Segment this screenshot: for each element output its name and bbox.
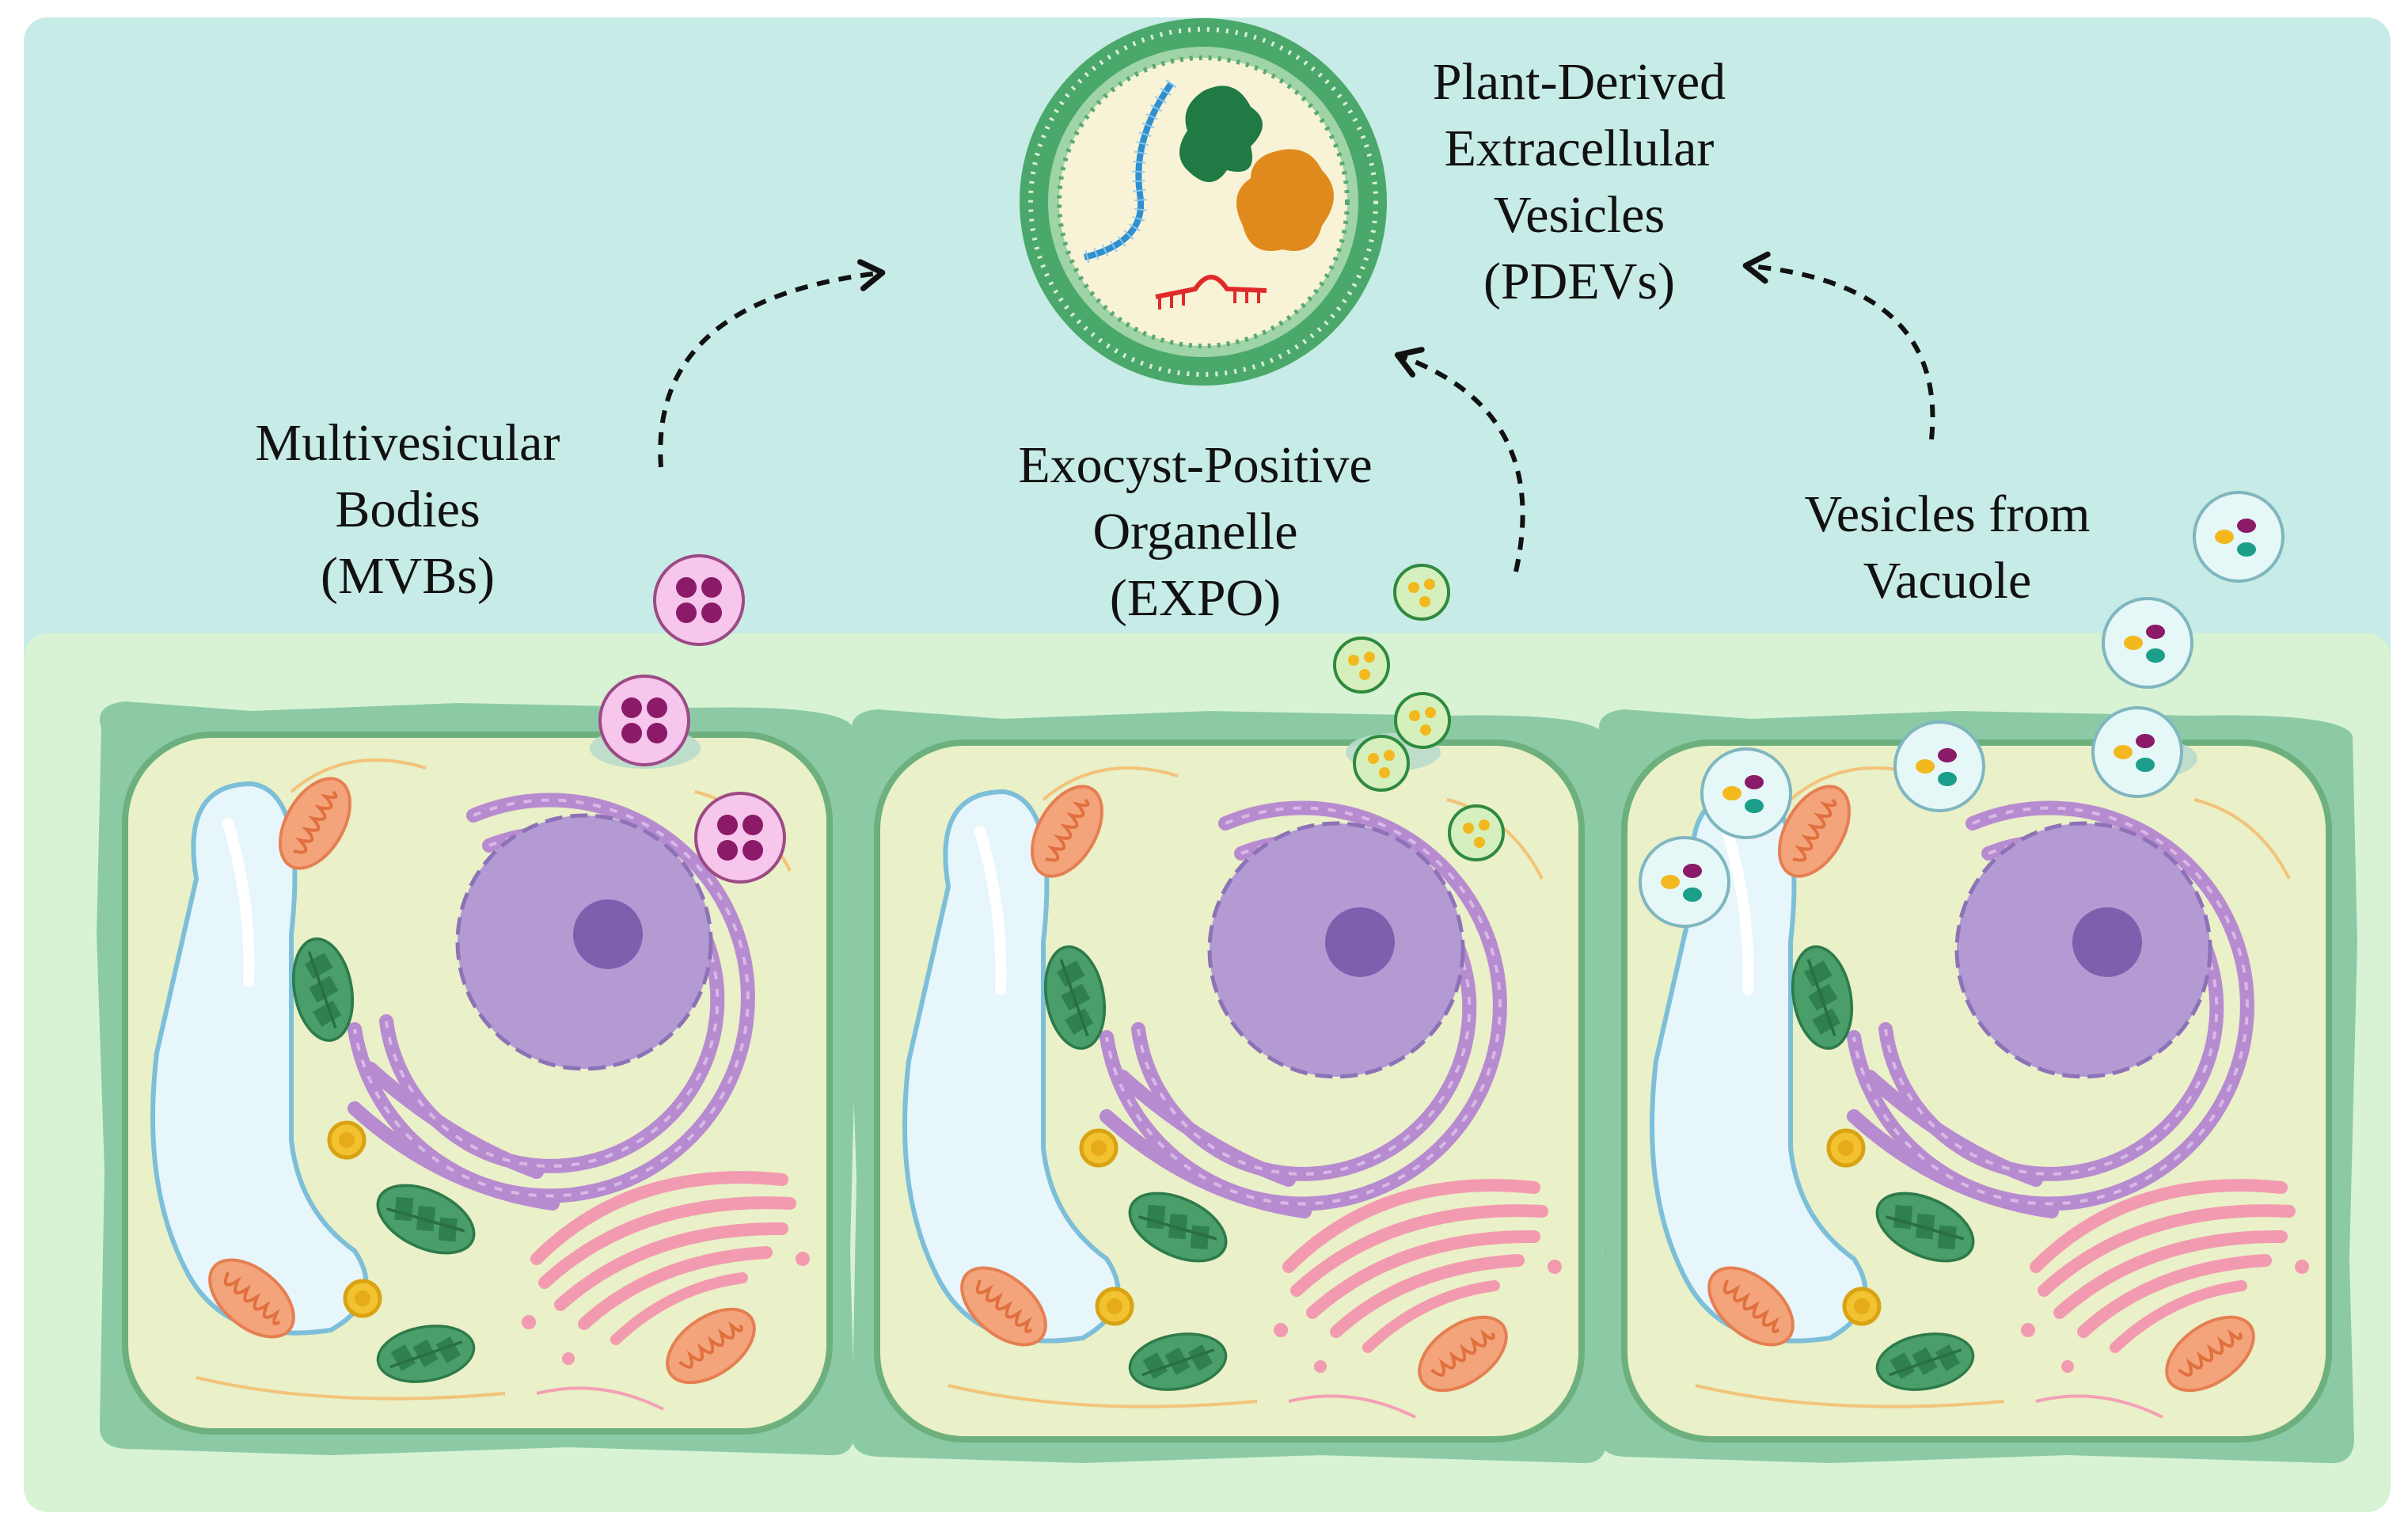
arrow-mvb-to-pdev bbox=[658, 259, 886, 468]
expo-vesicle-2 bbox=[1333, 637, 1390, 694]
label-expo: Exocyst-Positive Organelle (EXPO) bbox=[1018, 436, 1373, 627]
vacuole-vesicle-4 bbox=[1893, 720, 1985, 812]
label-mvb: Multivesicular Bodies (MVBs) bbox=[255, 414, 560, 605]
rna-hairpin bbox=[1155, 275, 1267, 299]
mvb-vesicle-1 bbox=[653, 554, 745, 646]
vacuole-vesicle-6 bbox=[1639, 836, 1730, 928]
mvb-vesicle-2 bbox=[598, 675, 690, 766]
vacuole-vesicle-5 bbox=[1700, 747, 1792, 839]
pdev-vesicle bbox=[1020, 18, 1387, 386]
protein-orange bbox=[1236, 149, 1334, 251]
protein-green bbox=[1179, 86, 1263, 182]
label-pdev: Plant-Derived Extracellular Vesicles (PD… bbox=[1432, 53, 1726, 310]
dna-strand bbox=[1084, 81, 1175, 260]
expo-vesicle-4 bbox=[1353, 735, 1410, 792]
arrow-expo-to-pdev bbox=[1394, 347, 1525, 572]
expo-vesicle-5 bbox=[1448, 804, 1505, 861]
plant-cell-3 bbox=[1596, 709, 2357, 1463]
mvb-vesicle-3 bbox=[694, 792, 786, 884]
vacuole-vesicle-3 bbox=[2091, 706, 2183, 798]
expo-vesicle-3 bbox=[1394, 692, 1451, 749]
label-vacuole-vesicles: Vesicles from Vacuole bbox=[1804, 485, 2091, 610]
vacuole-vesicle-1 bbox=[2193, 491, 2285, 583]
